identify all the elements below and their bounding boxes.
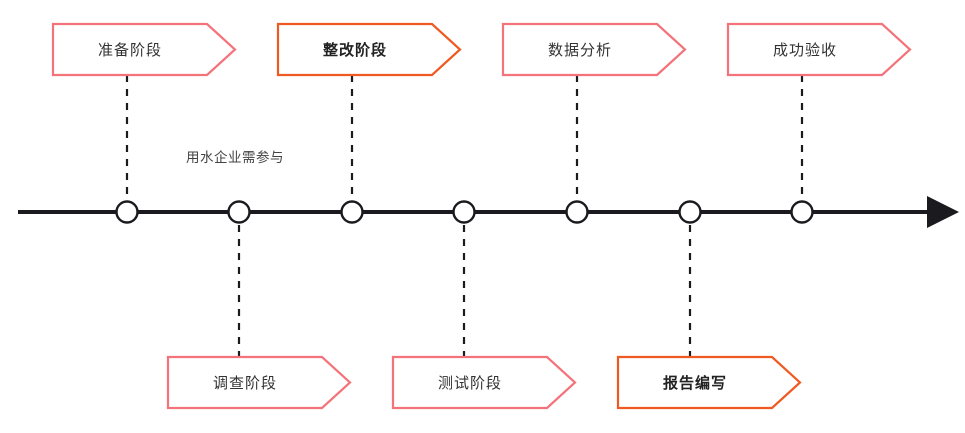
phase-box-b2[interactable] (276, 22, 462, 77)
phase-box-b3[interactable] (501, 22, 687, 77)
phase-box-b1[interactable] (51, 22, 237, 77)
timeline-node-marker-6[interactable] (678, 200, 702, 224)
timeline-node-marker-3[interactable] (340, 200, 364, 224)
timeline-node-marker-5[interactable] (565, 200, 589, 224)
phase-box-b7[interactable] (616, 355, 802, 410)
annotation-text-a1: 用水企业需参与 (186, 150, 284, 165)
timeline-node-marker-2[interactable] (227, 200, 251, 224)
phase-box-b4[interactable] (726, 22, 912, 77)
timeline-node-marker-7[interactable] (790, 200, 814, 224)
timeline-node-markers-group (115, 200, 814, 224)
phase-box-b6[interactable] (391, 355, 577, 410)
connector-lines-group (125, 75, 804, 357)
phase-box-b5[interactable] (166, 355, 352, 410)
phase-boxes-group (51, 22, 912, 410)
timeline-node-marker-4[interactable] (452, 200, 476, 224)
timeline-node-marker-1[interactable] (115, 200, 139, 224)
